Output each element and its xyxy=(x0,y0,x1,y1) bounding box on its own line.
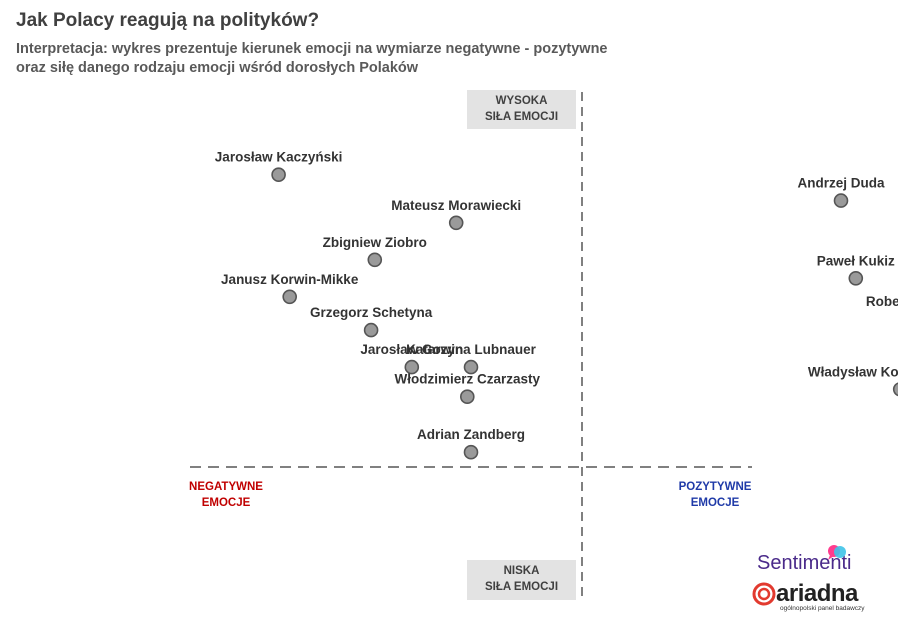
point-label: Adrian Zandberg xyxy=(417,427,525,442)
point-label: Włodzimierz Czarzasty xyxy=(395,372,541,387)
point-label: Zbigniew Ziobro xyxy=(323,235,427,250)
axis-label-high-line1: WYSOKA xyxy=(495,95,548,107)
point-label: Jarosław Kaczyński xyxy=(215,150,343,165)
axis-label-positive-line1: POZYTYWNE xyxy=(678,481,752,493)
ariadna-logo: ariadna xyxy=(776,580,858,607)
axis-label-negative-line2: EMOCJE xyxy=(201,497,251,509)
axis-label-low-line2: SIŁA EMOCJI xyxy=(484,581,559,593)
axis-label-high: WYSOKA SIŁA EMOCJI xyxy=(467,90,576,129)
data-point xyxy=(892,382,898,397)
axis-label-negative: NEGATYWNE EMOCJE xyxy=(176,479,276,511)
data-point xyxy=(848,270,864,286)
data-point xyxy=(833,193,849,208)
data-point xyxy=(463,359,479,375)
chart-title: Jak Polacy reagują na polityków? xyxy=(16,10,320,31)
point-label: Katarzyna Lubnauer xyxy=(406,342,537,357)
axis-label-positive: POZYTYWNE EMOCJE xyxy=(665,479,765,511)
axis-label-high-line2: SIŁA EMOCJI xyxy=(484,111,559,123)
point-label: Mateusz Morawiecki xyxy=(391,198,521,213)
data-point xyxy=(363,322,379,338)
ariadna-spiral-icon xyxy=(752,582,776,606)
point-label: Paweł Kukiz xyxy=(817,253,895,268)
sentimenti-logo: Sentimenti xyxy=(757,552,852,574)
data-point xyxy=(282,289,298,305)
data-point xyxy=(463,444,479,460)
chart-subtitle: Interpretacja: wykres prezentuje kierune… xyxy=(16,40,616,78)
axis-label-low: NISKA SIŁA EMOCJI xyxy=(467,560,576,600)
point-label: Władysław Kosiniak-Kamysz xyxy=(808,364,898,379)
point-label: Janusz Korwin-Mikke xyxy=(221,272,359,287)
data-point xyxy=(404,359,420,375)
point-label: Jarosław Gowin xyxy=(360,342,463,357)
data-point xyxy=(459,389,475,405)
axis-label-positive-line2: EMOCJE xyxy=(690,497,740,509)
ariadna-tagline: ogólnopolski panel badawczy xyxy=(780,605,865,612)
speech-bubble-icon xyxy=(828,545,846,560)
data-point xyxy=(367,252,383,268)
data-point xyxy=(448,215,464,231)
subtitle-line-1: Interpretacja: wykres prezentuje kierune… xyxy=(16,41,608,57)
data-point xyxy=(271,167,286,182)
point-label: Andrzej Duda xyxy=(797,176,884,191)
point-label: Grzegorz Schetyna xyxy=(310,305,433,320)
axis-label-low-line1: NISKA xyxy=(503,565,540,577)
point-label: Robert Biedroń xyxy=(866,294,898,309)
axis-label-negative-line1: NEGATYWNE xyxy=(189,481,263,493)
subtitle-line-2: oraz siłę danego rodzaju emocji wśród do… xyxy=(16,60,419,76)
